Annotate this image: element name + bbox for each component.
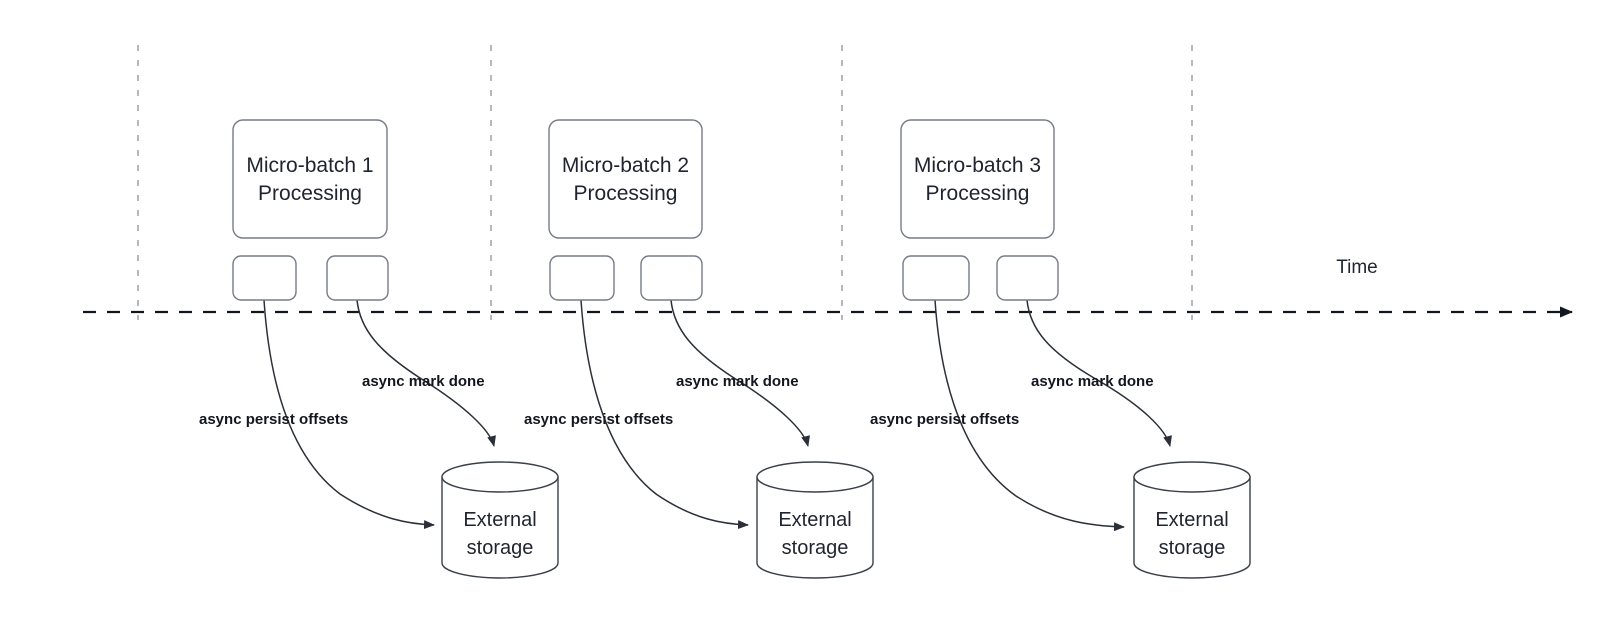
external-storage-title: External <box>778 509 851 531</box>
external-storage-subtitle: storage <box>1159 537 1226 559</box>
micro-batch-box[interactable] <box>900 119 1055 239</box>
async-persist-offsets-label: async persist offsets <box>199 411 348 428</box>
async-mark-done-label: async mark done <box>676 373 799 390</box>
external-storage-cylinder-top <box>756 461 874 493</box>
async-persist-offsets-label: async persist offsets <box>870 411 1019 428</box>
micro-batch-box[interactable] <box>232 119 388 239</box>
persist-offsets-task-box[interactable] <box>232 255 297 301</box>
external-storage-cylinder-top <box>1133 461 1251 493</box>
external-storage-subtitle: storage <box>467 537 534 559</box>
micro-batch-box[interactable] <box>548 119 703 239</box>
micro-batch-subtitle: Processing <box>574 182 678 205</box>
timeline-boundaries <box>137 45 1193 320</box>
async-persist-offsets-label: async persist offsets <box>524 411 673 428</box>
mark-done-task-box[interactable] <box>996 255 1059 301</box>
external-storage-title: External <box>1155 509 1228 531</box>
persist-offsets-curve <box>934 299 1125 532</box>
micro-batch-title: Micro-batch 2 <box>562 154 689 177</box>
persist-offsets-task-box[interactable] <box>549 255 615 301</box>
external-storage-title: External <box>463 509 536 531</box>
async-mark-done-label: async mark done <box>1031 373 1154 390</box>
external-storage-cylinder-top <box>441 461 559 493</box>
micro-batch-subtitle: Processing <box>926 182 1030 205</box>
mark-done-task-box[interactable] <box>326 255 389 301</box>
external-storage-cylinder-body[interactable] <box>756 476 874 579</box>
external-storage-cylinder-body[interactable] <box>441 476 559 579</box>
micro-batch-subtitle: Processing <box>258 182 362 205</box>
external-storage-subtitle: storage <box>782 537 849 559</box>
micro-batch-title: Micro-batch 3 <box>914 154 1041 177</box>
persist-offsets-task-box[interactable] <box>902 255 970 301</box>
micro-batch-title: Micro-batch 1 <box>246 154 373 177</box>
mark-done-curve <box>1026 299 1172 447</box>
persist-offsets-curve <box>263 299 435 530</box>
time-axis-label: Time <box>1336 257 1378 278</box>
persist-offsets-curve <box>580 299 749 530</box>
mark-done-curve <box>356 299 496 447</box>
timeline-axis: Time <box>83 257 1573 318</box>
external-storage-cylinder-body[interactable] <box>1133 476 1251 579</box>
mark-done-curve <box>670 299 810 447</box>
mark-done-task-box[interactable] <box>640 255 703 301</box>
async-mark-done-label: async mark done <box>362 373 485 390</box>
